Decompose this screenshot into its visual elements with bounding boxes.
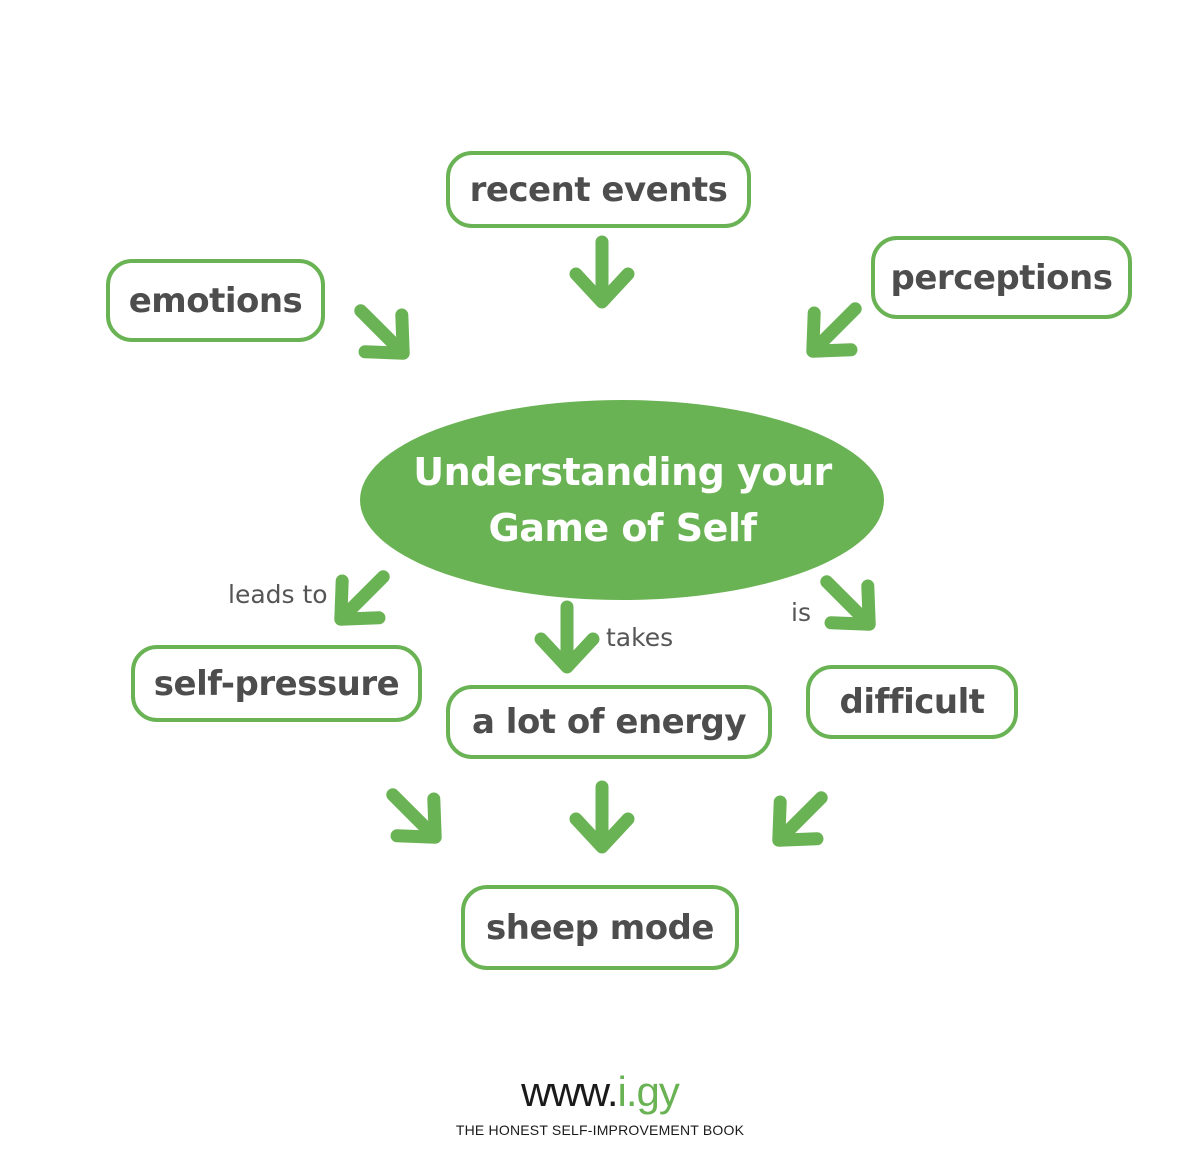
arrow-perceptions-to-center	[794, 290, 873, 369]
edge-label-takes: takes	[606, 623, 674, 652]
footer-url: www.i.gy	[0, 1068, 1200, 1116]
edge-label-leads-to: leads to	[228, 580, 328, 609]
center-title: Understanding your Game of Self	[360, 400, 885, 600]
node-emotions: emotions	[106, 259, 325, 342]
arrow-difficult-to-sheep-mode	[760, 779, 839, 858]
node-energy: a lot of energy	[446, 685, 772, 759]
center-title-line-1: Understanding your	[413, 450, 832, 494]
footer-url-prefix: www.	[521, 1068, 618, 1115]
arrow-recent-events-to-center	[576, 242, 628, 302]
edge-label-is: is	[791, 598, 811, 627]
footer-url-accent: i.gy	[617, 1068, 680, 1115]
node-self-pressure: self-pressure	[131, 645, 422, 722]
node-sheep-mode: sheep mode	[461, 885, 739, 970]
arrow-self-pressure-to-sheep-mode	[374, 776, 453, 855]
arrow-emotions-to-center	[342, 292, 421, 371]
node-recent-events: recent events	[446, 151, 751, 228]
center-title-line-2: Game of Self	[488, 506, 758, 550]
arrow-energy-to-sheep-mode	[576, 787, 628, 847]
arrow-center-to-energy	[541, 607, 593, 667]
node-perceptions: perceptions	[871, 236, 1132, 319]
node-difficult: difficult	[806, 665, 1018, 739]
center-ellipse	[360, 400, 884, 600]
footer-tagline: THE HONEST SELF-IMPROVEMENT BOOK	[455, 1122, 745, 1138]
